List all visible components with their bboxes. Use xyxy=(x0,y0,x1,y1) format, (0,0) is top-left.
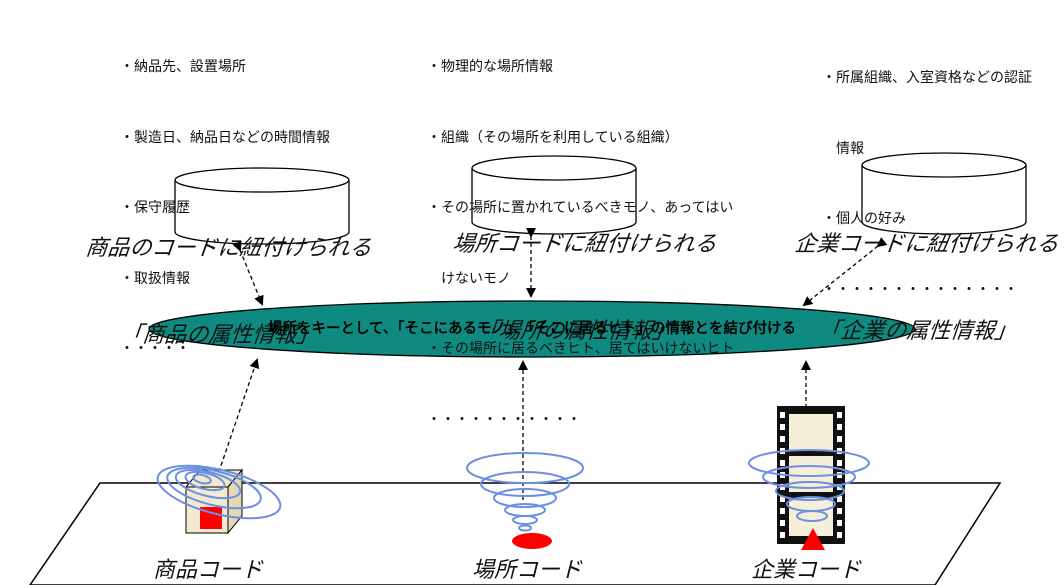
list-item: 情報 xyxy=(822,140,864,157)
list-item: ・・・・・・・・・・・・・・ xyxy=(822,281,1018,298)
list-item: ・組織（その場所を利用している組織） xyxy=(427,129,679,146)
company-database-title: 企業コードに紐付けられる xyxy=(793,232,1060,257)
location-marker-icon xyxy=(512,533,552,549)
floor-plane xyxy=(29,482,1002,585)
list-item: ・納品先、設置場所 xyxy=(120,59,246,75)
central-ellipse xyxy=(148,300,916,358)
product-code-label: 商品コード xyxy=(153,558,264,583)
arrow-company-db xyxy=(802,237,888,307)
product-signal-rings-icon xyxy=(156,464,282,520)
list-item: ・その場所に置かれているべきモノ、あってはい xyxy=(427,200,734,216)
arrow-product-db xyxy=(232,240,264,306)
company-database-cylinder xyxy=(861,152,1027,235)
location-signal-rings-icon xyxy=(466,452,584,532)
list-item: ・取扱情報 xyxy=(120,270,190,287)
product-database-cylinder xyxy=(174,167,350,245)
list-item: ・・・・・・・・・・・ xyxy=(427,411,581,428)
product-database-label: 商品のコードに紐付けられる 「商品の属性情報」 xyxy=(62,176,386,408)
product-database-title: 商品のコードに紐付けられる xyxy=(84,236,373,261)
list-item: ・個人の好み xyxy=(822,211,906,227)
list-item: ・物理的な場所情報 xyxy=(427,59,553,75)
list-item: けないモノ xyxy=(427,270,511,287)
location-database-cylinder xyxy=(471,155,637,235)
location-database-title: 場所コードに紐付けられる xyxy=(451,232,718,257)
list-item: ・保守履歴 xyxy=(120,200,190,216)
product-attribute-list: ・納品先、設置場所 ・製造日、納品日などの時間情報 ・保守履歴 ・取扱情報 ・・… xyxy=(120,9,330,409)
list-item: ・所属組織、入室資格などの認証 xyxy=(822,70,1032,86)
list-item: ・・・・・ xyxy=(120,341,190,357)
list-item: ・その場所に居るべきヒト、居てはいけないヒト xyxy=(427,341,735,357)
location-attribute-list: ・物理的な場所情報 ・組織（その場所を利用している組織） ・その場所に置かれてい… xyxy=(427,9,734,479)
company-code-label: 企業コード xyxy=(751,558,862,583)
company-signal-rings-icon xyxy=(748,449,870,522)
list-item: ・製造日、納品日などの時間情報 xyxy=(120,129,330,146)
company-marker-icon xyxy=(801,528,825,550)
location-code-label: 場所コード xyxy=(472,558,583,583)
central-ellipse-text: 場所をキーとして、「そこにあるモノ」、「そこに居るヒト」の情報とを結び付ける xyxy=(267,321,797,337)
location-database-label: 場所コードに紐付けられる 「場所の属性情報」 xyxy=(418,172,742,404)
company-attribute-list: ・所属組織、入室資格などの認証 情報 ・個人の好み ・・・・・・・・・・・・・・ xyxy=(822,20,1032,349)
company-database-label: 企業コードに紐付けられる 「企業の属性情報」 xyxy=(768,172,1064,404)
